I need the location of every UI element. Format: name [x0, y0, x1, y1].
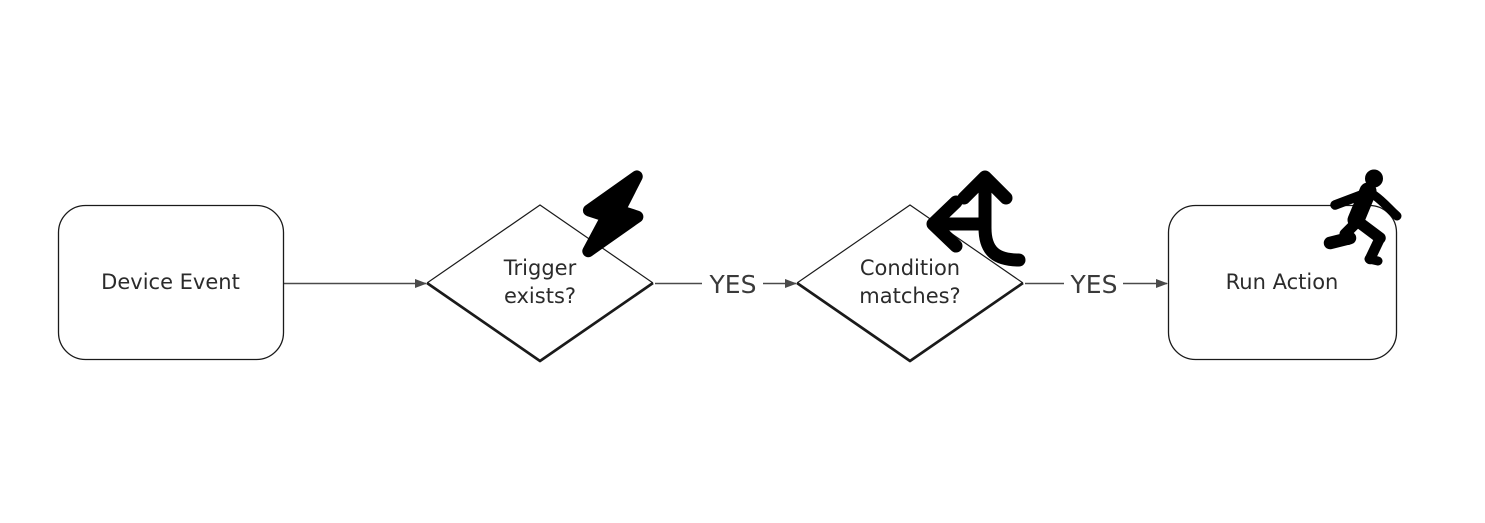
node-condition-matches — [796, 204, 1024, 363]
running-person-icon — [1323, 169, 1402, 266]
split-arrows-icon — [926, 170, 1026, 267]
lightning-bolt-icon — [582, 170, 644, 258]
node-device-event — [57, 204, 285, 361]
